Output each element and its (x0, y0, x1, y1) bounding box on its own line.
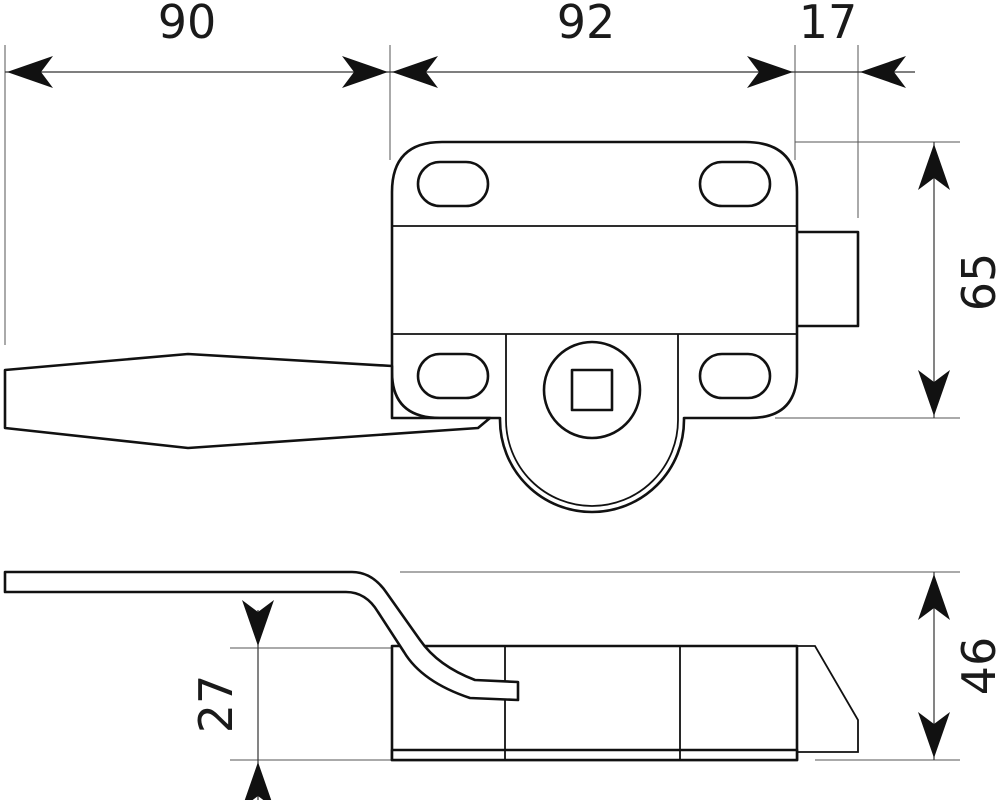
dim-label-27: 27 (189, 675, 243, 734)
mount-slot-bottom-right (698, 352, 772, 400)
dim-label-17: 17 (799, 0, 858, 49)
base-strip (390, 748, 799, 762)
pivot-square-hole (570, 368, 614, 412)
body-block (390, 644, 799, 762)
bolt-tab (793, 230, 860, 328)
mount-slot-top-right (698, 160, 772, 208)
dim-label-65: 65 (952, 253, 1000, 312)
bolt-profile (797, 645, 859, 753)
dim-line-46 (918, 572, 950, 760)
mount-slot-top-left (416, 160, 490, 208)
top-dimensions: 90 92 17 (4, 0, 915, 345)
dim-label-90: 90 (158, 0, 217, 49)
plan-view (3, 140, 960, 514)
mount-slot-bottom-left (416, 352, 490, 400)
dim-label-46: 46 (952, 637, 1000, 696)
dim-line-90 (5, 56, 390, 88)
side-view (3, 570, 960, 762)
base-plate (390, 140, 799, 514)
dim-line-17 (795, 56, 915, 88)
dim-line-65 (918, 142, 950, 418)
dim-label-92: 92 (557, 0, 616, 49)
lever-arm-profile (3, 570, 520, 702)
hub-housing (505, 334, 679, 507)
dim-line-27 (242, 600, 274, 800)
lever-handle (3, 352, 492, 450)
dim-line-92 (390, 56, 795, 88)
